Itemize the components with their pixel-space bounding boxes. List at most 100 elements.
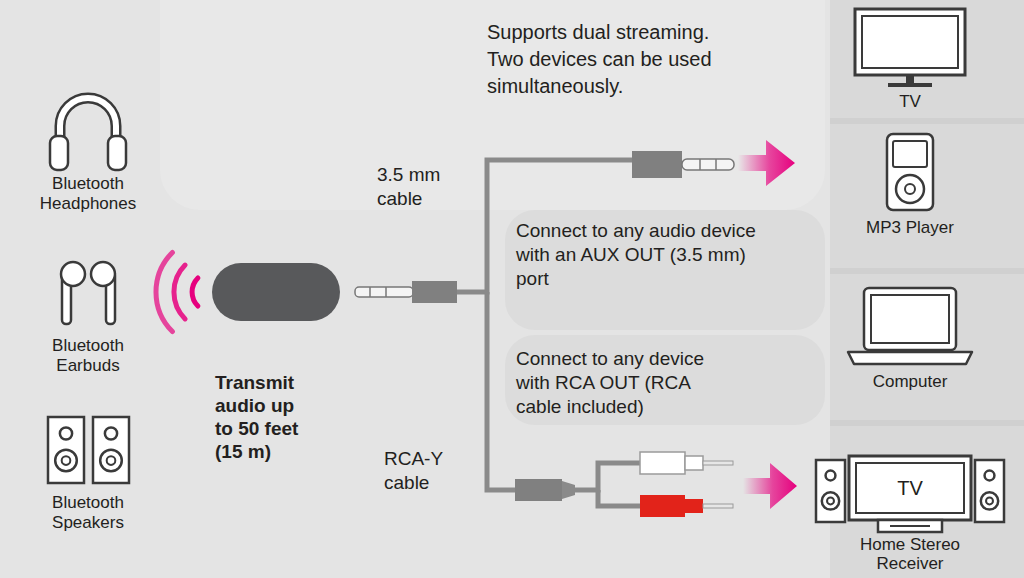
woofer [981, 492, 998, 509]
icon [50, 98, 126, 170]
woofer [55, 450, 77, 472]
note-text: RCA-Y cable [384, 447, 464, 495]
earbud-head [91, 262, 115, 286]
signal-waves-part [156, 252, 172, 331]
cables [457, 160, 640, 506]
rca-plugs-part [703, 504, 733, 508]
output-arrows-part [743, 463, 797, 509]
tv-stand [906, 75, 914, 83]
device-icon: Home Stereo Receiver TV [812, 452, 1008, 575]
background-part [830, 420, 1024, 426]
device-icon-art [18, 413, 158, 493]
rca-plugs-part [685, 456, 703, 470]
tv-screen: TV [855, 462, 965, 514]
background-part [830, 118, 1024, 124]
cables-part [487, 292, 515, 490]
device-label: Bluetooth Headphones [28, 174, 148, 214]
rca-plugs-part [562, 481, 575, 499]
woofer [100, 450, 122, 472]
background-part [505, 210, 825, 330]
icon [848, 288, 972, 364]
transmitter-part [212, 263, 340, 321]
note-text: Connect to any device with RCA OUT (RCA … [516, 347, 716, 419]
tweeter [105, 427, 117, 439]
device-label: MP3 Player [845, 218, 975, 238]
laptop-base [848, 352, 972, 364]
device-icon-art [840, 130, 980, 218]
woofer [822, 492, 839, 509]
jack-plug-part [385, 287, 387, 297]
tv-frame [855, 9, 965, 75]
woofer-cone [107, 456, 116, 465]
device-icon: Bluetooth Headphones [18, 80, 158, 216]
device-icon: Computer [840, 282, 980, 394]
speaker-box [816, 460, 845, 522]
output-arrows [738, 140, 797, 509]
rca-plugs [515, 452, 733, 517]
signal-waves-part [192, 278, 198, 306]
icon [887, 134, 933, 210]
note-text: 3.5 mm cable [377, 163, 467, 211]
device-label: Home Stereo Receiver [845, 535, 975, 573]
device-icon: Bluetooth Speakers [18, 413, 158, 535]
tv-screen [862, 16, 958, 68]
aux-plug [632, 151, 734, 178]
ear-cup [50, 136, 68, 170]
rca-plugs-part [703, 461, 733, 465]
device-label: TV [897, 476, 923, 500]
tweeter [826, 471, 836, 481]
icon [48, 417, 129, 483]
click-wheel [896, 175, 924, 203]
device-label: TV [845, 92, 975, 112]
device-icon: MP3 Player [840, 130, 980, 240]
transmitter [212, 263, 340, 321]
background-part [830, 268, 1024, 274]
background-part [0, 0, 830, 578]
jack-plug-part [412, 281, 457, 303]
device-icon: TV [840, 4, 980, 114]
tweeter [60, 427, 72, 439]
cables-part [575, 463, 640, 490]
rca-plugs-part [685, 499, 703, 513]
device-label: Bluetooth Speakers [28, 493, 148, 533]
player-screen [893, 141, 927, 167]
note-text: Supports dual streaming. Two devices can… [487, 19, 742, 100]
icon [855, 9, 965, 87]
device-icon-art [840, 4, 980, 92]
note-text: Transmit audio up to 50 feet (15 m) [215, 371, 317, 463]
aux-plug-part [715, 159, 717, 170]
wheel-button [905, 184, 915, 194]
output-arrows-part [738, 140, 795, 186]
ear-cup [108, 136, 126, 170]
rca-plugs-part [640, 495, 685, 517]
tweeter [985, 471, 995, 481]
speaker-box [48, 417, 84, 483]
aux-plug-part [682, 159, 734, 170]
background-part [160, 0, 825, 210]
device-icon-art [18, 258, 158, 336]
device-icon-art [840, 282, 980, 372]
device-label: Bluetooth Earbuds [28, 336, 148, 376]
tv-frame [849, 456, 971, 520]
jack-plug [355, 281, 457, 303]
receiver-slot [890, 525, 930, 527]
device-icon: Bluetooth Earbuds [18, 258, 158, 378]
device-icon-art [18, 80, 158, 174]
laptop-lid [864, 288, 956, 350]
note-text: Connect to any audio device with an AUX … [516, 219, 756, 291]
signal-waves-part [174, 265, 185, 319]
rca-plugs-part [515, 479, 562, 501]
icon [816, 456, 1004, 532]
background-part [505, 335, 825, 425]
signal-waves [156, 252, 198, 331]
woofer-cone [827, 497, 834, 504]
speaker-box [93, 417, 129, 483]
aux-plug-part [699, 159, 701, 170]
aux-plug-part [632, 151, 682, 178]
laptop-screen [871, 295, 949, 343]
cables-part [598, 490, 640, 506]
jack-plug-part [355, 287, 413, 297]
rca-plugs-part [640, 452, 685, 474]
device-label: Computer [845, 372, 975, 392]
